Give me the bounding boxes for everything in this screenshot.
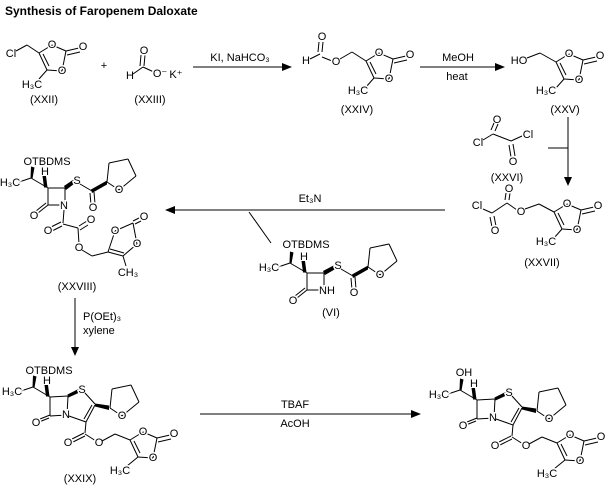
carbonyl-oxygen: O xyxy=(493,114,502,126)
structure-faropenem-daloxate: OH xyxy=(427,366,606,480)
compound-label-xxvii: (XXVII) xyxy=(524,257,559,269)
plus-sign: + xyxy=(101,60,107,72)
methyl-group: H₃C xyxy=(22,79,42,91)
carbonyl-oxygen: O xyxy=(505,183,514,195)
hydroxyl-group: OH xyxy=(456,367,473,379)
methyl-group: H₃C xyxy=(348,85,368,97)
arrow-step6: TBAF AcOH xyxy=(200,399,421,430)
structure-xxv: HO H₃C (XXV) xyxy=(509,46,607,116)
carbonyl-oxygen: O xyxy=(491,225,500,237)
reagent-step1: KI, NaHCO₃ xyxy=(210,52,270,64)
hydrogen-atom: H xyxy=(126,70,134,82)
structure-xxiii: H O O⁻ K⁺ (XXIII) xyxy=(125,44,185,107)
side-chain-use xyxy=(427,376,480,403)
ester-oxygen: O xyxy=(332,56,341,68)
carbonyl-oxygen: O xyxy=(44,225,53,237)
compound-label-xxiv: (XXIV) xyxy=(341,104,373,116)
chlorine-atom: Cl xyxy=(523,129,533,141)
penem-core-use xyxy=(459,387,606,480)
carbonyl-oxygen: O xyxy=(318,31,327,43)
ester-oxygen: O xyxy=(517,206,526,218)
side-chain-use xyxy=(0,164,51,191)
chlorine-atom: Cl xyxy=(6,48,16,60)
methyl-group: H₃C xyxy=(536,85,556,97)
compound-label-xxvi: (XXVI) xyxy=(491,172,523,184)
structure-xxvii: Cl O O O H₃C (XXVII) xyxy=(470,182,605,269)
structure-vi: OTBDMS NH (VI) xyxy=(257,238,397,319)
oxygen-anion: O⁻ xyxy=(153,68,168,80)
otbdms-group: OTBDMS xyxy=(23,156,70,168)
reagent-step2b: heat xyxy=(446,71,467,83)
arrow-step4: Et₃N xyxy=(165,193,445,244)
methyl-group: CH₃ xyxy=(118,267,138,279)
ring-oxygen: O xyxy=(133,238,142,250)
side-chain-use xyxy=(257,249,310,276)
nitrogen-atom: N xyxy=(60,200,68,212)
structure-xxviii: OTBDMS N O O O O O O CH₃ (XXVIII) xyxy=(0,155,150,293)
carbonyl-oxygen: O xyxy=(140,211,149,223)
structure-xxii: Cl H₃C (XXII) xyxy=(4,37,90,106)
compound-label-xxv: (XXV) xyxy=(550,104,579,116)
methyl-group: H₃C xyxy=(536,236,556,248)
potassium-cation: K⁺ xyxy=(169,69,182,81)
arrow-step3 xyxy=(548,117,572,186)
arrow-step2: MeOH heat xyxy=(420,52,505,83)
carbonyl-oxygen: O xyxy=(87,214,96,226)
scheme-title: Synthesis of Faropenem Daloxate xyxy=(5,4,198,18)
side-chain-use xyxy=(0,373,53,400)
arrow-step5: P(OEt)₃ xylene xyxy=(71,298,121,356)
ring-oxygen: O xyxy=(111,225,120,237)
compound-label-xxiii: (XXIII) xyxy=(134,94,165,106)
chlorine-atom: Cl xyxy=(472,200,482,212)
reagent-step2a: MeOH xyxy=(442,52,474,64)
structure-xxvi: O Cl O Cl (XXVI) xyxy=(471,113,534,185)
reagent-step6b: AcOH xyxy=(280,418,309,430)
thioester-use xyxy=(334,244,397,299)
reagent-step5a: P(OEt)₃ xyxy=(83,311,121,323)
hydroxyl-group: HO xyxy=(511,55,528,67)
compound-label-xxix: (XXIX) xyxy=(64,473,96,485)
hydrogen-atom: H xyxy=(302,55,310,67)
compound-label-vi: (VI) xyxy=(322,307,340,319)
otbdms-group: OTBDMS xyxy=(282,239,329,251)
structure-xxix: OTBDMS (XXIX) xyxy=(0,364,179,485)
compound-label-xxviii: (XXVIII) xyxy=(58,281,97,293)
nh-group: NH xyxy=(319,285,335,297)
thioester-use xyxy=(73,159,136,214)
carbonyl-oxygen: O xyxy=(140,45,149,57)
arrow-step1: KI, NaHCO₃ xyxy=(193,52,292,71)
penem-core-use xyxy=(32,384,179,477)
carbonyl-oxygen: O xyxy=(509,156,518,168)
reagent-step6a: TBAF xyxy=(281,399,309,411)
otbdms-group: OTBDMS xyxy=(25,365,72,377)
ester-oxygen: O xyxy=(75,242,84,254)
chlorine-atom: Cl xyxy=(473,137,483,149)
structure-xxiv: H O O H₃C (XXIV) xyxy=(301,30,417,116)
compound-label-xxii: (XXII) xyxy=(30,94,58,106)
reagent-step4: Et₃N xyxy=(299,193,322,205)
reagent-step5b: xylene xyxy=(83,325,115,337)
